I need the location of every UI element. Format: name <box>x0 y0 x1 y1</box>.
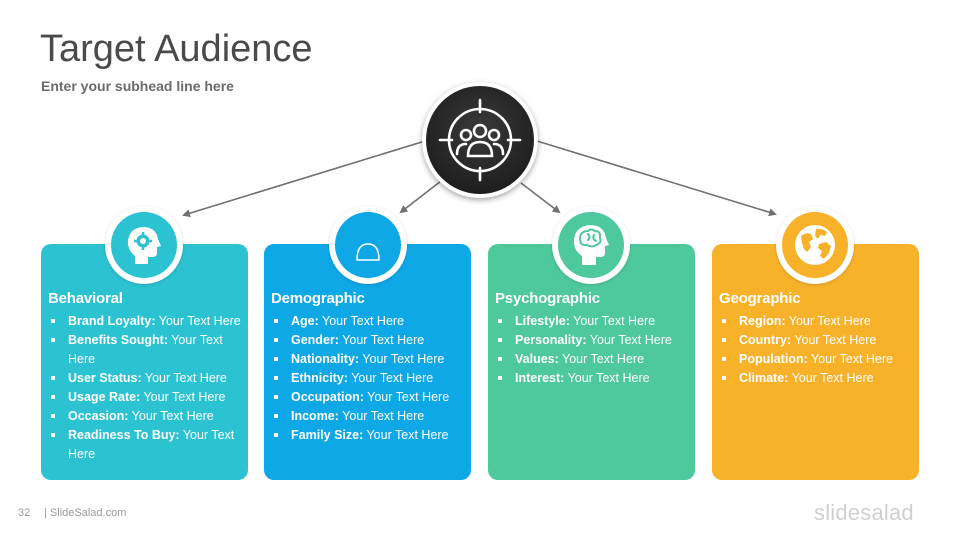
card-title: Demographic <box>271 290 365 307</box>
item-value: Your Text Here <box>155 314 241 328</box>
target-audience-icon <box>438 98 522 182</box>
card-item: Readiness To Buy: Your Text Here <box>49 426 245 464</box>
target-audience-hub <box>422 82 538 198</box>
group-icon <box>348 230 388 261</box>
item-key: Region: <box>739 314 786 328</box>
arrow-geographic <box>536 140 777 217</box>
footer-site-link[interactable]: | SlideSalad.com <box>44 507 127 519</box>
item-key: Interest: <box>515 371 565 385</box>
arrow-demographic <box>399 180 442 214</box>
item-key: Usage Rate: <box>68 390 141 404</box>
card-item: Lifestyle: Your Text Here <box>496 312 692 331</box>
arrow-behavioral <box>182 140 426 218</box>
card-title: Geographic <box>719 290 801 307</box>
card-item: Nationality: Your Text Here <box>272 350 468 369</box>
item-key: Population: <box>739 352 808 366</box>
item-key: User Status: <box>68 371 142 385</box>
item-value: Your Text Here <box>785 314 871 328</box>
card-item: Values: Your Text Here <box>496 350 692 369</box>
page-number: 32 <box>18 507 31 519</box>
item-value: Your Text Here <box>569 314 656 328</box>
card-item: Interest: Your Text Here <box>496 369 692 388</box>
item-key: Country: <box>739 333 792 347</box>
card-item: Climate: Your Text Here <box>720 369 916 388</box>
arrow-psychographic <box>520 182 561 214</box>
badge-geographic <box>776 206 854 284</box>
card-item: Ethnicity: Your Text Here <box>272 369 468 388</box>
item-value: Your Text Here <box>68 333 223 366</box>
item-value: Your Text Here <box>140 390 226 404</box>
item-value: Your Text Here <box>347 371 434 385</box>
head-gear-icon <box>127 227 161 264</box>
badge-psychographic <box>552 206 630 284</box>
card-item: Brand Loyalty: Your Text Here <box>49 312 245 331</box>
card-title: Behavioral <box>48 290 123 307</box>
item-value: Your Text Here <box>128 409 214 423</box>
item-value: Your Text Here <box>338 333 425 347</box>
brand-logo: slidesalad <box>814 500 914 525</box>
card-item: Country: Your Text Here <box>720 331 916 350</box>
item-value: Your Text Here <box>807 352 893 366</box>
card-item: Occupation: Your Text Here <box>272 388 468 407</box>
item-value: Your Text Here <box>791 333 877 347</box>
card-item: Family Size: Your Text Here <box>272 426 468 445</box>
item-key: Occasion: <box>68 409 129 423</box>
card-item: Income: Your Text Here <box>272 407 468 426</box>
item-key: Climate: <box>739 371 789 385</box>
badge-demographic <box>329 206 407 284</box>
item-value: Your Text Here <box>558 352 645 366</box>
item-key: Income: <box>291 409 339 423</box>
item-value: Your Text Here <box>363 390 450 404</box>
item-key: Nationality: <box>291 352 360 366</box>
globe-icon <box>795 225 835 265</box>
item-value: Your Text Here <box>586 333 672 347</box>
item-value: Your Text Here <box>318 314 405 328</box>
item-key: Lifestyle: <box>515 314 570 328</box>
card-item: User Status: Your Text Here <box>49 369 245 388</box>
badge-behavioral <box>105 206 183 284</box>
item-value: Your Text Here <box>564 371 650 385</box>
card-item: Population: Your Text Here <box>720 350 916 369</box>
card-item: Region: Your Text Here <box>720 312 916 331</box>
item-key: Age: <box>291 314 319 328</box>
item-key: Personality: <box>515 333 587 347</box>
item-value: Your Text Here <box>359 352 445 366</box>
item-key: Gender: <box>291 333 339 347</box>
item-value: Your Text Here <box>141 371 227 385</box>
item-value: Your Text Here <box>788 371 874 385</box>
card-title: Psychographic <box>495 290 600 307</box>
item-value: Your Text Here <box>338 409 425 423</box>
item-key: Readiness To Buy: <box>68 428 180 442</box>
card-item: Gender: Your Text Here <box>272 331 468 350</box>
item-key: Occupation: <box>291 390 364 404</box>
card-item: Occasion: Your Text Here <box>49 407 245 426</box>
item-value: Your Text Here <box>363 428 449 442</box>
card-item: Age: Your Text Here <box>272 312 468 331</box>
card-item: Usage Rate: Your Text Here <box>49 388 245 407</box>
item-key: Family Size: <box>291 428 364 442</box>
page-subtitle: Enter your subhead line here <box>41 78 234 94</box>
item-key: Ethnicity: <box>291 371 348 385</box>
item-value: Your Text Here <box>68 428 235 461</box>
item-key: Values: <box>515 352 559 366</box>
item-key: Brand Loyalty: <box>68 314 156 328</box>
card-item: Personality: Your Text Here <box>496 331 692 350</box>
item-key: Benefits Sought: <box>68 333 168 347</box>
page-title: Target Audience <box>40 28 313 70</box>
head-brain-icon <box>573 225 609 265</box>
card-item: Benefits Sought: Your Text Here <box>49 331 245 369</box>
